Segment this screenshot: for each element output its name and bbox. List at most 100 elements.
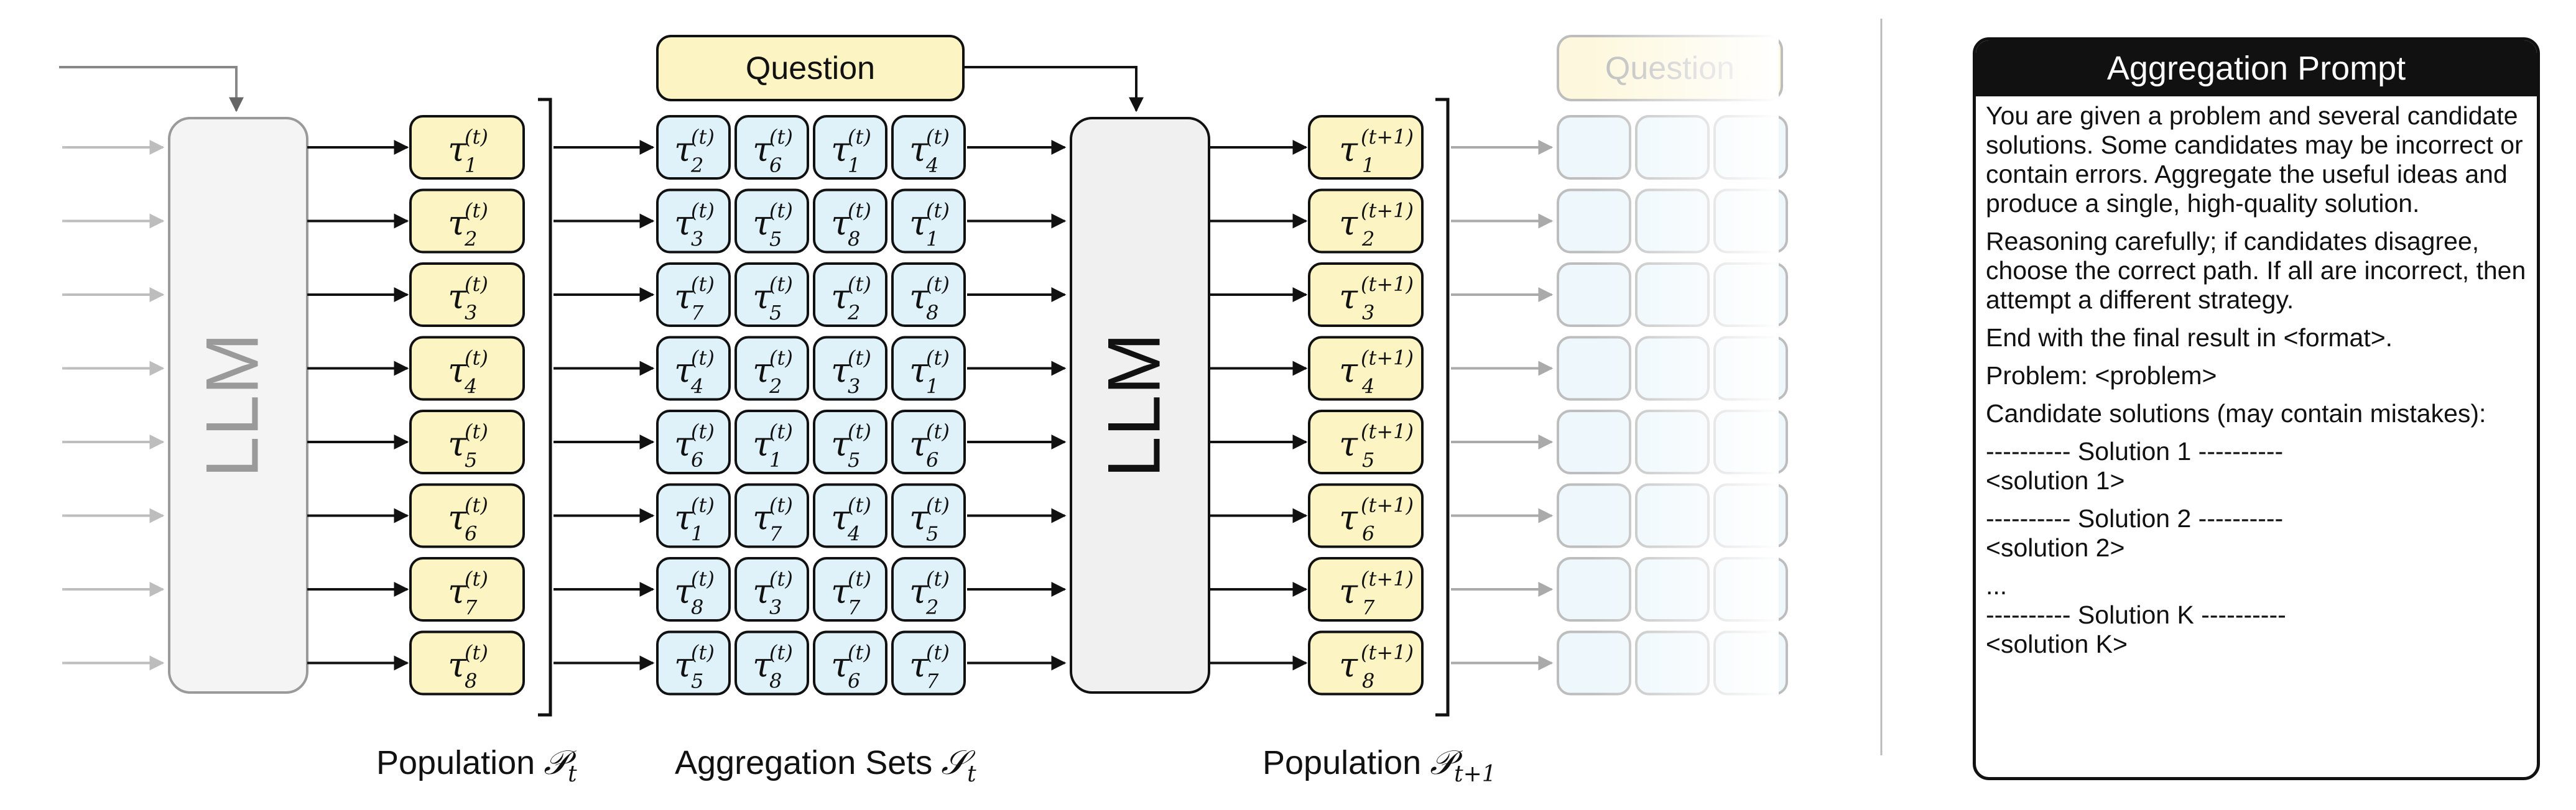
tau-index: 8 — [848, 228, 860, 251]
tau-index: 3 — [1362, 301, 1374, 324]
population-t-item: τ4(t) — [409, 336, 525, 401]
tau-index: 7 — [848, 596, 861, 619]
aggregation-set-item: τ2(t) — [734, 336, 809, 401]
tau-symbol: τ — [1339, 499, 1358, 538]
tau-superscript: (t) — [926, 494, 950, 517]
tau-superscript: (t) — [769, 125, 793, 149]
tau-symbol: τ — [674, 277, 693, 316]
aggregation-prompt-panel: Aggregation Prompt You are given a probl… — [1973, 37, 2540, 780]
tau-superscript: (t) — [691, 272, 715, 296]
population-t-item: τ7(t) — [409, 557, 525, 622]
solution-2-header: ---------- Solution 2 ---------- — [1986, 504, 2284, 533]
tau-index: 5 — [848, 448, 860, 472]
tau-symbol: τ — [909, 425, 929, 464]
tau-symbol: τ — [909, 499, 929, 538]
tau-index: 6 — [926, 448, 938, 472]
aggregation-set-item: τ6(t) — [734, 115, 809, 180]
aggregation-set-item: τ5 (t) — [813, 410, 887, 474]
tau-symbol: τ — [753, 204, 772, 243]
tau-index: 5 — [926, 522, 938, 546]
tau-index: 1 — [691, 522, 703, 546]
tau-symbol: τ — [448, 499, 467, 538]
aggregation-set-item: τ5(t) — [656, 630, 731, 696]
tau-symbol: τ — [753, 425, 772, 464]
aggregation-set-item: τ1(t) — [656, 483, 731, 548]
tau-symbol: τ — [831, 204, 850, 243]
fade-overlay-left — [0, 112, 68, 696]
tau-symbol: τ — [753, 277, 772, 316]
tau-symbol: τ — [753, 351, 772, 390]
tau-index: 1 — [1362, 154, 1374, 177]
solution-1: <solution 1> — [1986, 466, 2125, 495]
tau-index: 3 — [691, 228, 703, 251]
tau-superscript: (t+1) — [1361, 567, 1414, 591]
tau-superscript: (t+1) — [1361, 346, 1414, 370]
tau-symbol: τ — [448, 130, 467, 169]
tau-symbol: τ — [753, 130, 772, 169]
aggregation-set-item: τ3(t) — [734, 557, 809, 622]
tau-symbol: τ — [753, 572, 772, 611]
tau-index: 4 — [847, 522, 860, 546]
aggregation-set-item: τ2(t) — [891, 557, 966, 622]
tau-symbol: τ — [674, 204, 693, 243]
tau-symbol: τ — [448, 204, 467, 243]
tau-superscript: (t) — [465, 272, 488, 296]
aggregation-set-item: τ8(t) — [656, 557, 731, 622]
tau-superscript: (t) — [848, 641, 871, 665]
tau-superscript: (t) — [465, 199, 488, 223]
llm2-output-arrows — [1209, 140, 1308, 671]
tau-index: 7 — [1362, 596, 1375, 619]
tau-index: 5 — [1362, 448, 1374, 472]
tau-index: 3 — [465, 301, 477, 324]
population-t: τ1(t)τ2(t)τ3(t)τ4(t)τ5(t)τ6(t)τ7(t)τ8(t) — [409, 115, 525, 696]
aggregation-set-item: τ2(t) — [656, 115, 731, 180]
tau-index: 5 — [769, 228, 782, 251]
tau-superscript: (t) — [465, 346, 488, 370]
tau-superscript: (t) — [769, 420, 793, 443]
aggregation-set-item: τ4(t) — [656, 336, 731, 401]
tau-symbol: τ — [674, 572, 693, 611]
tau-superscript: (t) — [769, 567, 793, 591]
tau-superscript: (t) — [691, 494, 715, 517]
tau-symbol: τ — [831, 425, 850, 464]
question-label-1: Question — [746, 50, 875, 86]
prompt-paragraph-1: You are given a problem and several cand… — [1986, 101, 2523, 218]
tau-symbol: τ — [448, 572, 467, 611]
prompt-paragraph-5: Candidate solutions (may contain mistake… — [1986, 399, 2486, 428]
aggregation-set-item: τ6(t) — [656, 410, 731, 474]
population-t1-bracket — [1435, 98, 1450, 717]
aggregation-sets: τ2(t)τ6(t)τ1(t)τ4(t)τ3(t)τ5(t)τ8(t)τ1(t)… — [656, 115, 966, 696]
tau-superscript: (t+1) — [1361, 641, 1414, 665]
population-t-item: τ8(t) — [409, 630, 525, 696]
tau-symbol: τ — [909, 204, 929, 243]
tau-index: 1 — [465, 154, 477, 177]
tau-symbol: τ — [1339, 572, 1358, 611]
aggregation-set-item: τ7(t) — [891, 630, 966, 696]
tau-superscript: (t) — [691, 567, 715, 591]
tau-superscript: (t) — [848, 420, 871, 443]
tau-superscript: (t) — [769, 272, 793, 296]
tau-index: 2 — [847, 301, 860, 324]
tau-superscript: (t) — [848, 125, 871, 149]
aggregation-set-item: τ3(t) — [813, 336, 887, 401]
aggregation-set-item: τ5(t) — [734, 262, 809, 327]
tau-superscript: (t) — [691, 420, 715, 443]
tau-symbol: τ — [674, 130, 693, 169]
prompt-paragraph-4: Problem: <problem> — [1986, 361, 2217, 390]
tau-superscript: (t) — [769, 641, 793, 665]
tau-index: 4 — [690, 375, 703, 398]
tau-index: 1 — [769, 448, 782, 472]
fade-overlay — [1592, 25, 1779, 709]
tau-index: 5 — [465, 448, 477, 472]
aggregation-set-item: τ1(t) — [813, 115, 887, 180]
tau-superscript: (t) — [465, 494, 488, 517]
tau-index: 6 — [848, 670, 860, 693]
aggregation-set-item: τ8(t) — [813, 188, 887, 254]
aggregation-set-item: τ1 (t) — [734, 410, 809, 474]
tau-symbol: τ — [909, 351, 929, 390]
